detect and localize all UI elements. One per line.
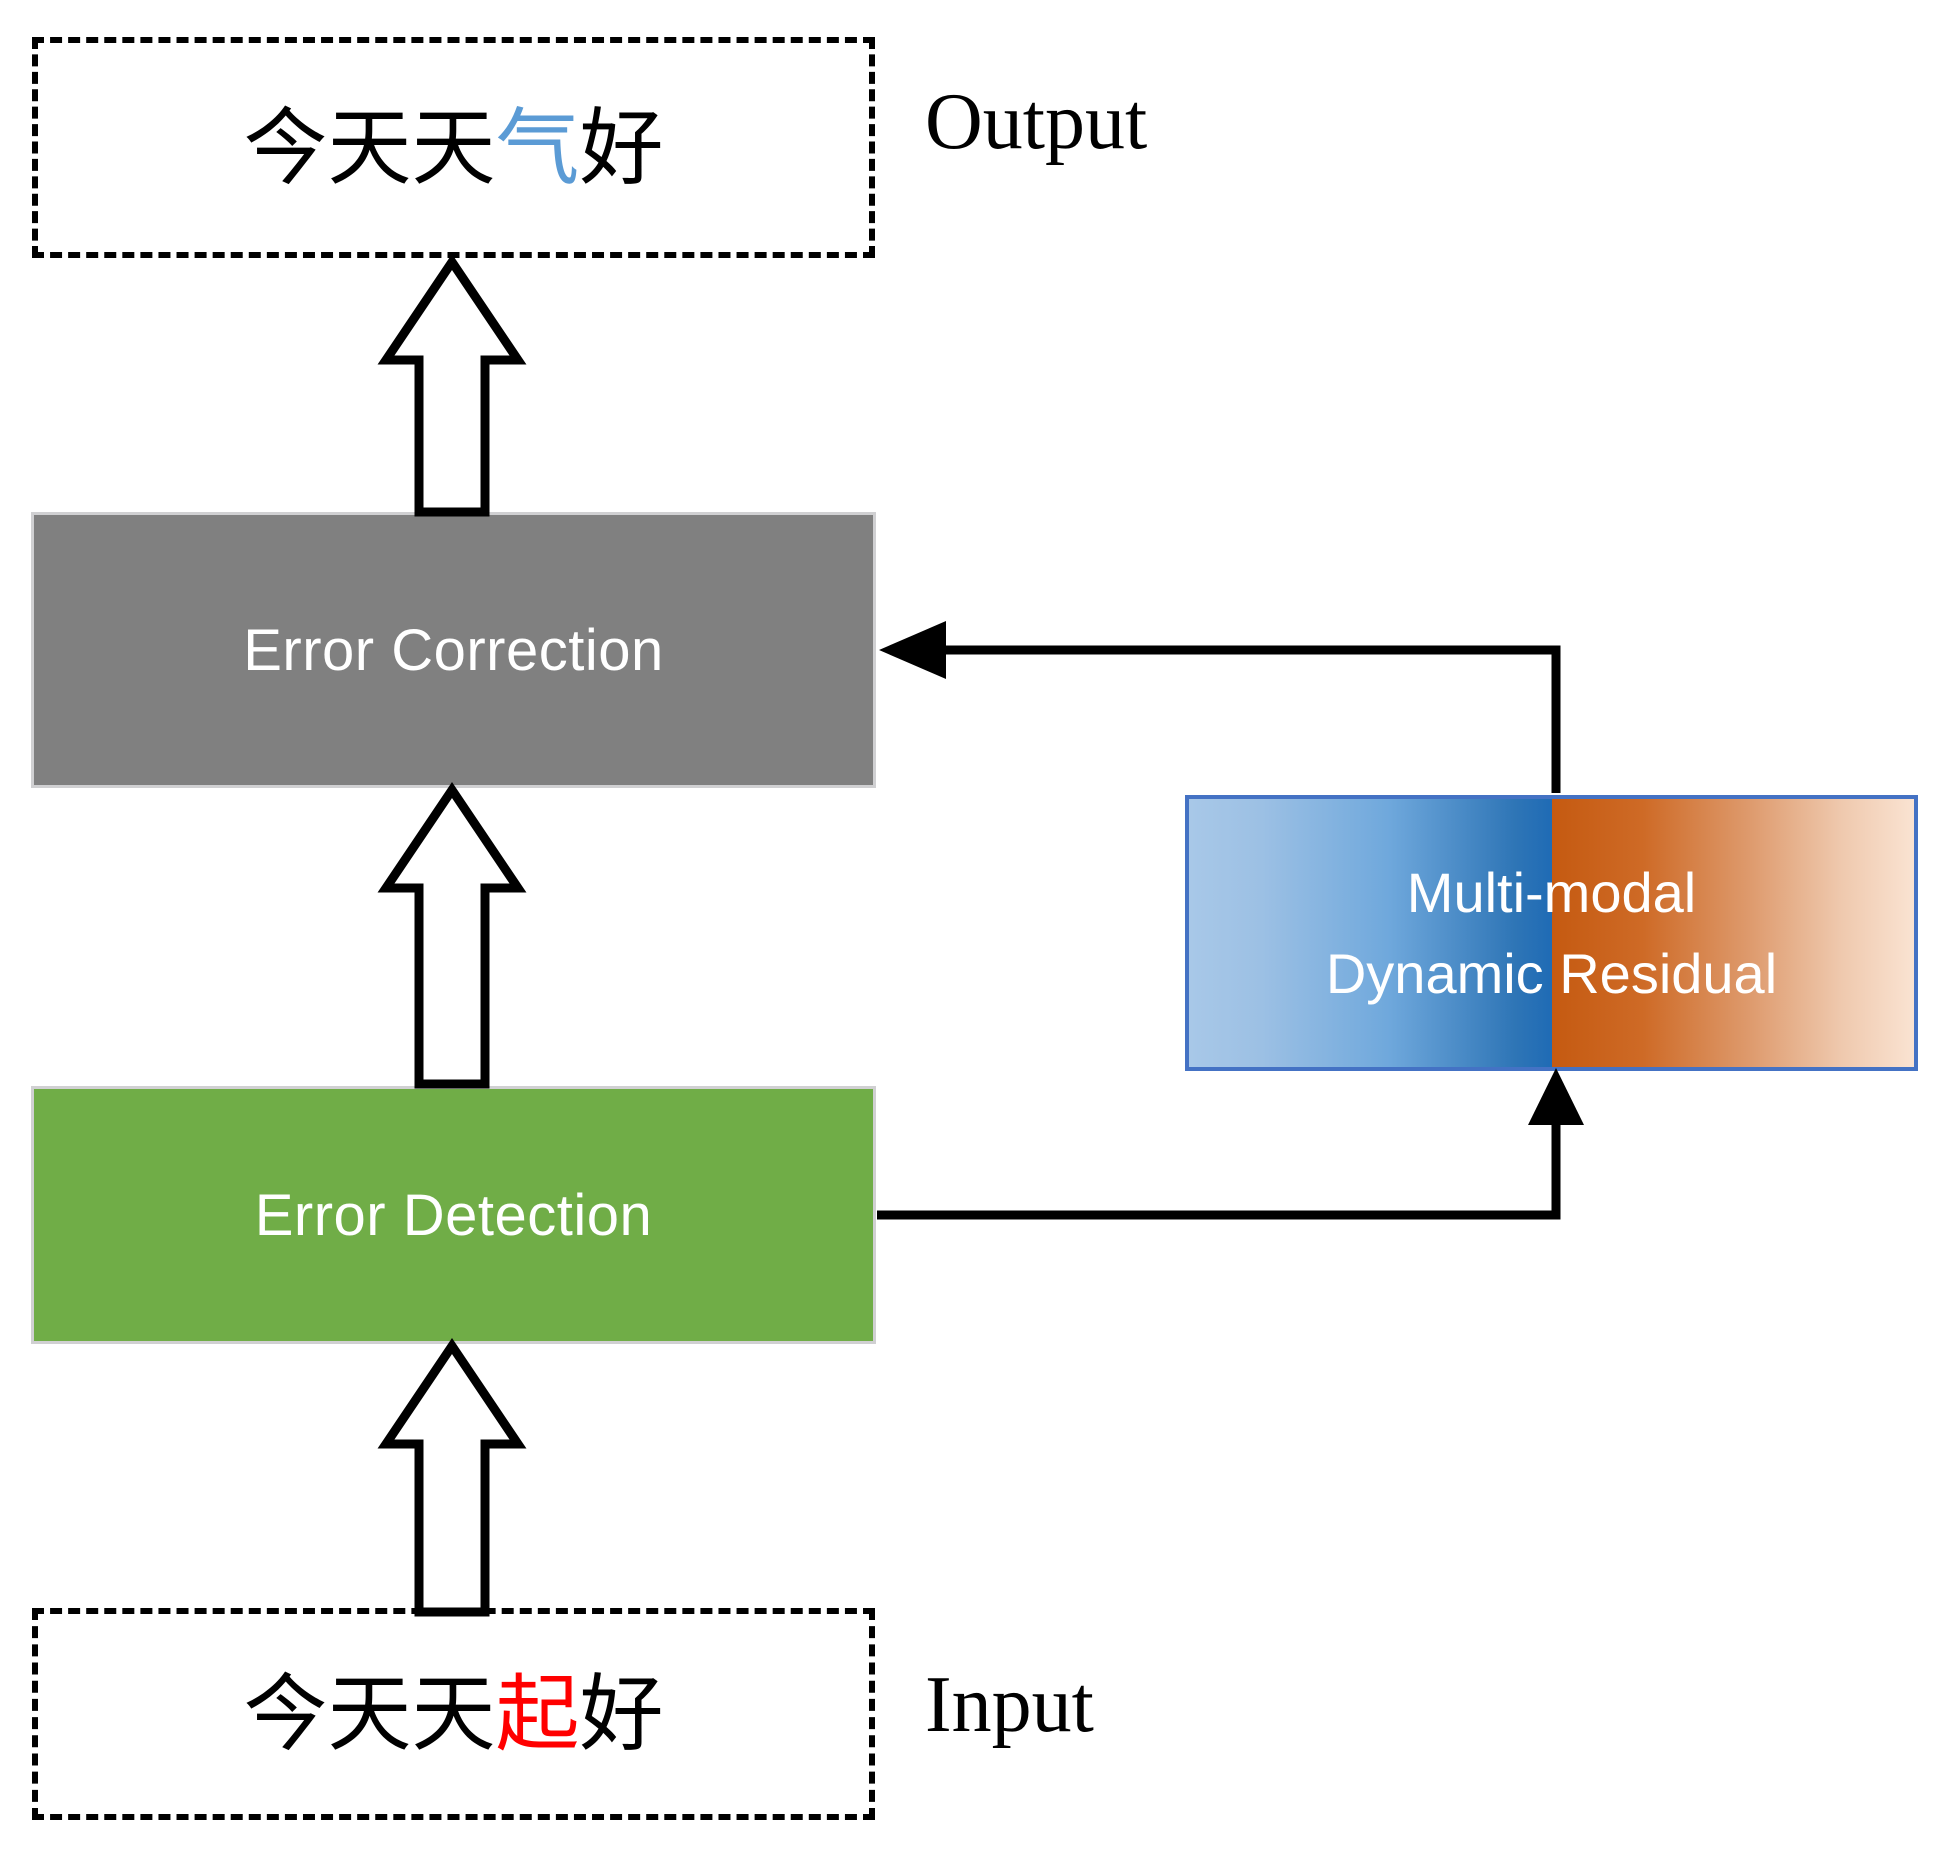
arrow-detection-to-correction <box>377 781 527 1089</box>
error-detection-label: Error Detection <box>254 1182 653 1248</box>
arrowhead-residual-to-correction <box>879 621 946 679</box>
input-text-suffix: 好 <box>579 1665 664 1763</box>
arrowhead-detection-to-residual <box>1528 1068 1584 1125</box>
error-correction-box[interactable]: Error Correction <box>31 512 876 788</box>
input-sentence: 今天天起好 <box>243 1672 663 1756</box>
multimodal-dynamic-residual-box[interactable]: Multi-modal Dynamic Residual <box>1185 795 1918 1071</box>
error-detection-box[interactable]: Error Detection <box>31 1086 876 1344</box>
output-corrected-character: 气 <box>495 98 580 197</box>
input-text-box: 今天天起好 <box>32 1608 875 1820</box>
residual-orange-gradient <box>1551 799 1914 1067</box>
connector-residual-to-correction <box>940 645 1561 793</box>
output-text-prefix: 今天天 <box>243 98 496 197</box>
connector-detection-to-residual <box>877 1115 1561 1220</box>
residual-label: Multi-modal Dynamic Residual <box>1325 860 1778 1005</box>
input-side-label: Input <box>925 1661 1094 1749</box>
output-side-label: Output <box>925 78 1148 166</box>
arrow-correction-to-output <box>377 253 527 517</box>
input-error-character: 起 <box>495 1665 580 1763</box>
arrow-input-to-detection <box>377 1337 527 1617</box>
residual-blue-gradient <box>1189 799 1552 1067</box>
output-text-suffix: 好 <box>579 98 664 197</box>
input-text-prefix: 今天天 <box>243 1665 496 1763</box>
output-text-box: 今天天气好 <box>32 37 875 258</box>
error-correction-label: Error Correction <box>243 617 664 683</box>
output-sentence: 今天天气好 <box>243 106 663 190</box>
